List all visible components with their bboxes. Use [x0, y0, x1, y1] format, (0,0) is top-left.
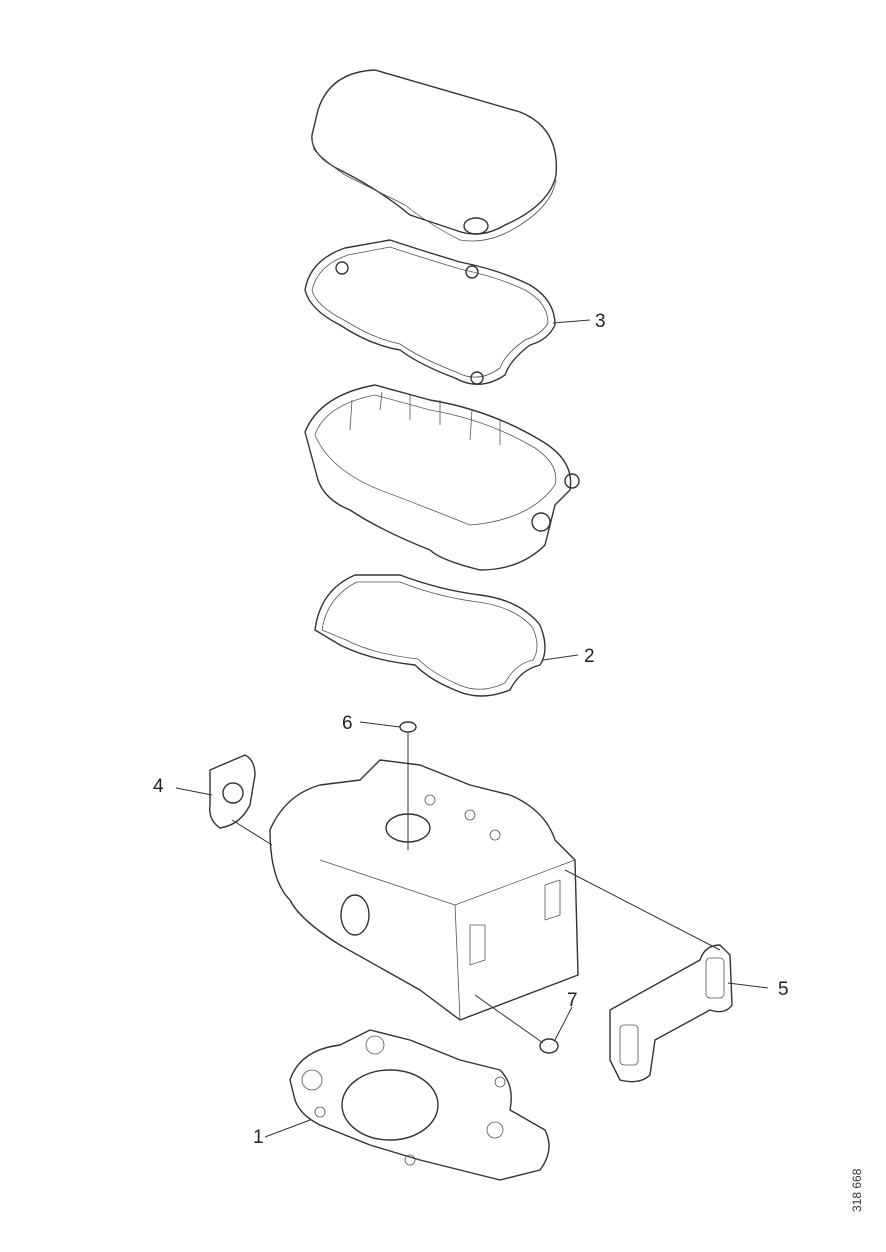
callout-4: 4	[153, 776, 164, 797]
valve-cover-gasket	[304, 239, 556, 385]
reference-number: 318 668	[850, 1168, 864, 1212]
exhaust-flange-gasket	[209, 754, 256, 829]
cylinder-head-gasket	[289, 1029, 550, 1181]
callout-1: 1	[253, 1127, 264, 1148]
cylinder-head-cover-housing	[304, 384, 580, 571]
cylinder-head	[269, 759, 579, 1021]
lower-gasket	[314, 574, 546, 697]
valve-cover	[311, 69, 558, 242]
callout-5: 5	[778, 979, 789, 1000]
callout-7: 7	[567, 990, 578, 1011]
intake-manifold-gasket	[609, 944, 733, 1083]
callout-6: 6	[342, 713, 353, 734]
callout-2: 2	[584, 646, 595, 667]
callout-3: 3	[595, 311, 606, 332]
washer	[399, 721, 417, 733]
plug	[539, 1038, 559, 1054]
